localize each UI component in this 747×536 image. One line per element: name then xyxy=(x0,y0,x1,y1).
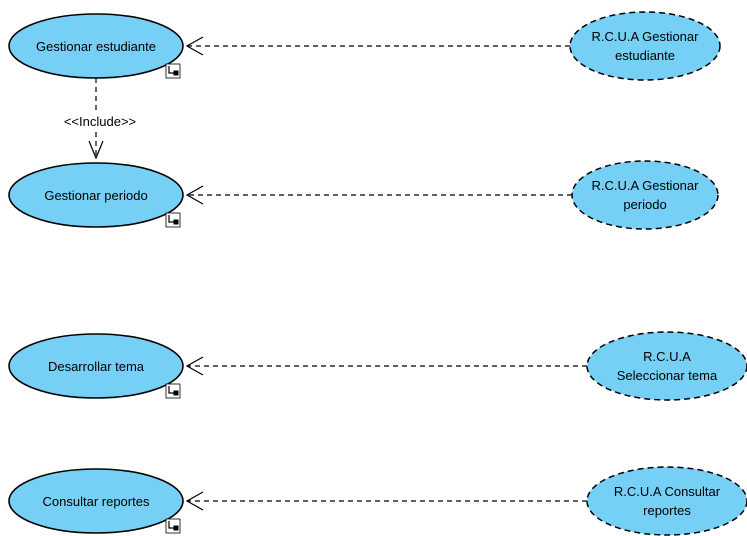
realization-rcua-gestionar-estudiante[interactable]: R.C.U.A Gestionar estudiante xyxy=(569,11,721,81)
realization-dependency[interactable] xyxy=(185,185,572,205)
use-case-consultar-reportes[interactable]: Consultar reportes xyxy=(8,468,184,534)
realization-label-line1: R.C.U.A Consultar xyxy=(614,484,721,499)
use-case-gestionar-periodo[interactable]: Gestionar periodo xyxy=(8,162,184,228)
realization-label-line2: periodo xyxy=(623,197,666,212)
realization-rcua-seleccionar-tema[interactable]: R.C.U.A Seleccionar tema xyxy=(586,331,747,401)
realization-rcua-gestionar-periodo[interactable]: R.C.U.A Gestionar periodo xyxy=(571,160,719,230)
include-relation[interactable]: <<Include>> xyxy=(52,78,148,160)
realization-label-line2: estudiante xyxy=(615,48,675,63)
subdiagram-link-icon[interactable] xyxy=(165,63,181,79)
realization-label-line1: R.C.U.A Gestionar xyxy=(592,29,700,44)
use-case-gestionar-estudiante[interactable]: Gestionar estudiante xyxy=(8,13,184,79)
subdiagram-link-icon[interactable] xyxy=(165,383,181,399)
use-case-label: Gestionar estudiante xyxy=(36,39,156,54)
subdiagram-link-icon[interactable] xyxy=(165,212,181,228)
realization-dependency[interactable] xyxy=(185,491,587,511)
realization-dependency[interactable] xyxy=(185,356,587,376)
realization-label-line2: reportes xyxy=(643,503,691,518)
subdiagram-link-icon[interactable] xyxy=(165,518,181,534)
use-case-label: Consultar reportes xyxy=(43,494,150,509)
realization-label-line2: Seleccionar tema xyxy=(617,368,718,383)
realization-dependency[interactable] xyxy=(185,36,570,56)
use-case-label: Gestionar periodo xyxy=(44,188,147,203)
use-case-desarrollar-tema[interactable]: Desarrollar tema xyxy=(8,333,184,399)
realization-label-line1: R.C.U.A xyxy=(643,349,691,364)
include-label: <<Include>> xyxy=(64,114,136,129)
use-case-label: Desarrollar tema xyxy=(48,359,145,374)
realization-label-line1: R.C.U.A Gestionar xyxy=(592,178,700,193)
realization-rcua-consultar-reportes[interactable]: R.C.U.A Consultar reportes xyxy=(586,466,747,536)
